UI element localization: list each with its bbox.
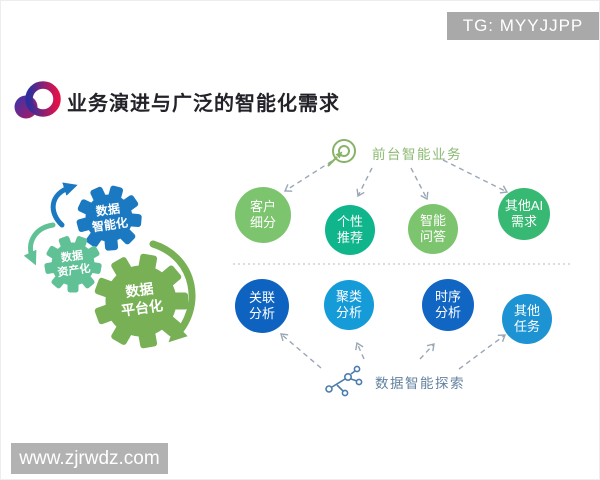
node-label-line: 分析 [248,306,275,321]
connector-bottom-2 [355,341,365,360]
node-label-line: 需求 [510,214,537,229]
front-office-group-label: 前台智能业务 [372,147,462,162]
network-branch-icon [325,365,363,397]
gear-blue-label-line1: 数据 [95,200,121,218]
gear-arrow-blue [50,182,78,228]
gear-data-platformization: 数据 平台化 [94,253,188,349]
gear-green-label-line1: 数据 [124,280,154,300]
node-label-line: 细分 [249,215,276,230]
connector-top-2 [356,167,373,198]
connector-bottom-4 [458,334,507,370]
node-label-line: 问答 [419,229,446,244]
connector-top-3 [410,167,429,201]
node-label-line: 个性 [336,214,363,229]
connector-bottom-3 [419,343,435,360]
node-other-ai-needs: 其他AI 需求 [498,188,550,240]
gear-teal-label-line2: 资产化 [57,261,92,279]
node-customer-segmentation: 客户 细分 [235,187,291,243]
logo-ring [25,81,61,117]
node-label-line: 关联 [248,290,275,305]
node-label-line: 推荐 [336,230,363,245]
connector-top-4 [442,159,509,194]
gear-data-intelligence: 数据 智能化 [76,185,142,251]
node-label-line: 其他AI [504,198,544,213]
gear-green-label-line2: 平台化 [120,297,164,319]
node-label-line: 分析 [335,305,362,320]
data-exploration-group-label: 数据智能探索 [375,376,465,391]
node-label-line: 时序 [434,289,461,304]
node-label-line: 其他 [513,303,540,318]
gear-arrow-green [149,240,196,343]
target-arrow-icon [327,139,356,167]
node-label-line: 客户 [249,199,276,214]
node-clustering-analysis: 聚类 分析 [324,280,374,330]
gear-blue-label-line2: 智能化 [90,215,129,235]
gear-teal-label-line1: 数据 [60,248,84,265]
node-personal-recommendation: 个性 推荐 [325,205,375,255]
node-intelligent-qa: 智能 问答 [408,204,458,254]
node-label-line: 任务 [513,319,540,334]
node-timeseries-analysis: 时序 分析 [422,279,474,331]
gear-arrow-teal [23,222,56,266]
node-label-line: 分析 [434,305,461,320]
connector-top-1 [283,160,333,192]
node-label-line: 聚类 [335,289,362,304]
node-association-analysis: 关联 分析 [235,279,289,333]
site-watermark: www.zjrwdz.com [11,443,168,474]
node-label-line: 智能 [419,213,446,228]
page-title: 业务演进与广泛的智能化需求 [67,93,340,115]
node-other-tasks: 其他 任务 [502,294,552,344]
connector-bottom-1 [280,333,322,369]
tg-badge: TG: MYYJJPP [447,12,599,40]
gear-data-assetization: 数据 资产化 [44,236,102,293]
logo-icon [14,81,61,119]
